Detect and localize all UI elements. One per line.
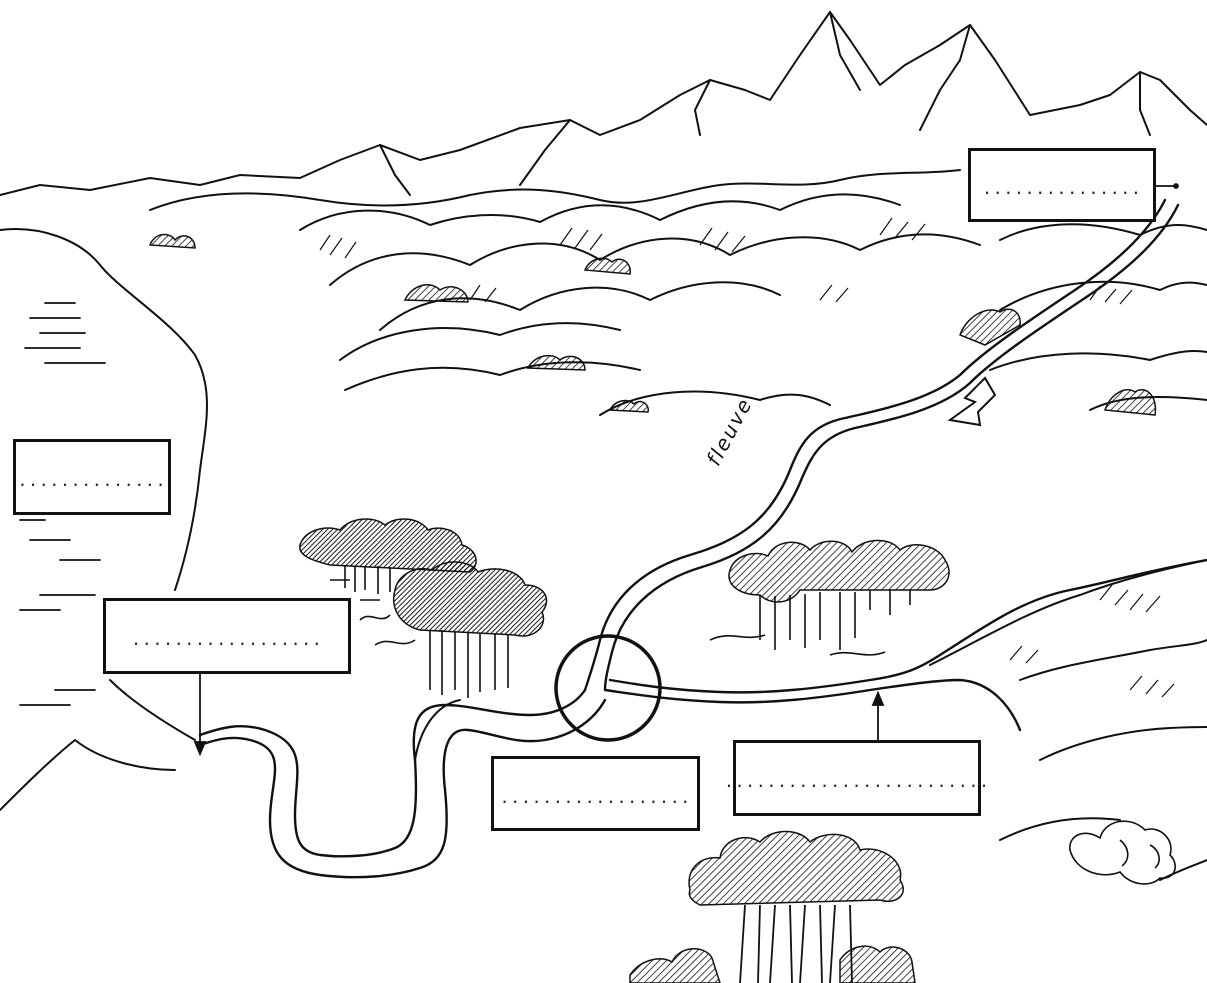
coastline [0,228,208,591]
fill-in-blank: .............. [17,471,167,490]
fill-in-blank: ......................... [724,772,990,791]
fill-in-blank: ............... [982,179,1142,198]
rocks [1069,820,1176,885]
foothills [149,169,961,211]
confluence-circle [554,634,662,742]
forest-left [299,518,548,698]
shrub [148,233,196,249]
fill-in-blank: .................. [499,787,692,807]
forest-right [709,539,950,656]
label-box-source[interactable]: ............... [968,148,1156,222]
label-box-sea[interactable]: .............. [13,439,171,515]
fill-in-blank: .................. [131,630,323,649]
river-bank-west [583,198,1167,692]
forest-bottom [629,830,916,983]
river [198,198,1207,879]
label-box-mouth[interactable]: .................. [103,598,351,674]
flow-arrow [947,376,997,427]
label-box-confluence[interactable]: .................. [491,756,700,831]
label-box-tributary[interactable]: ......................... [724,740,989,816]
mountain-range [0,11,1207,196]
river-bank-east [603,203,1180,692]
